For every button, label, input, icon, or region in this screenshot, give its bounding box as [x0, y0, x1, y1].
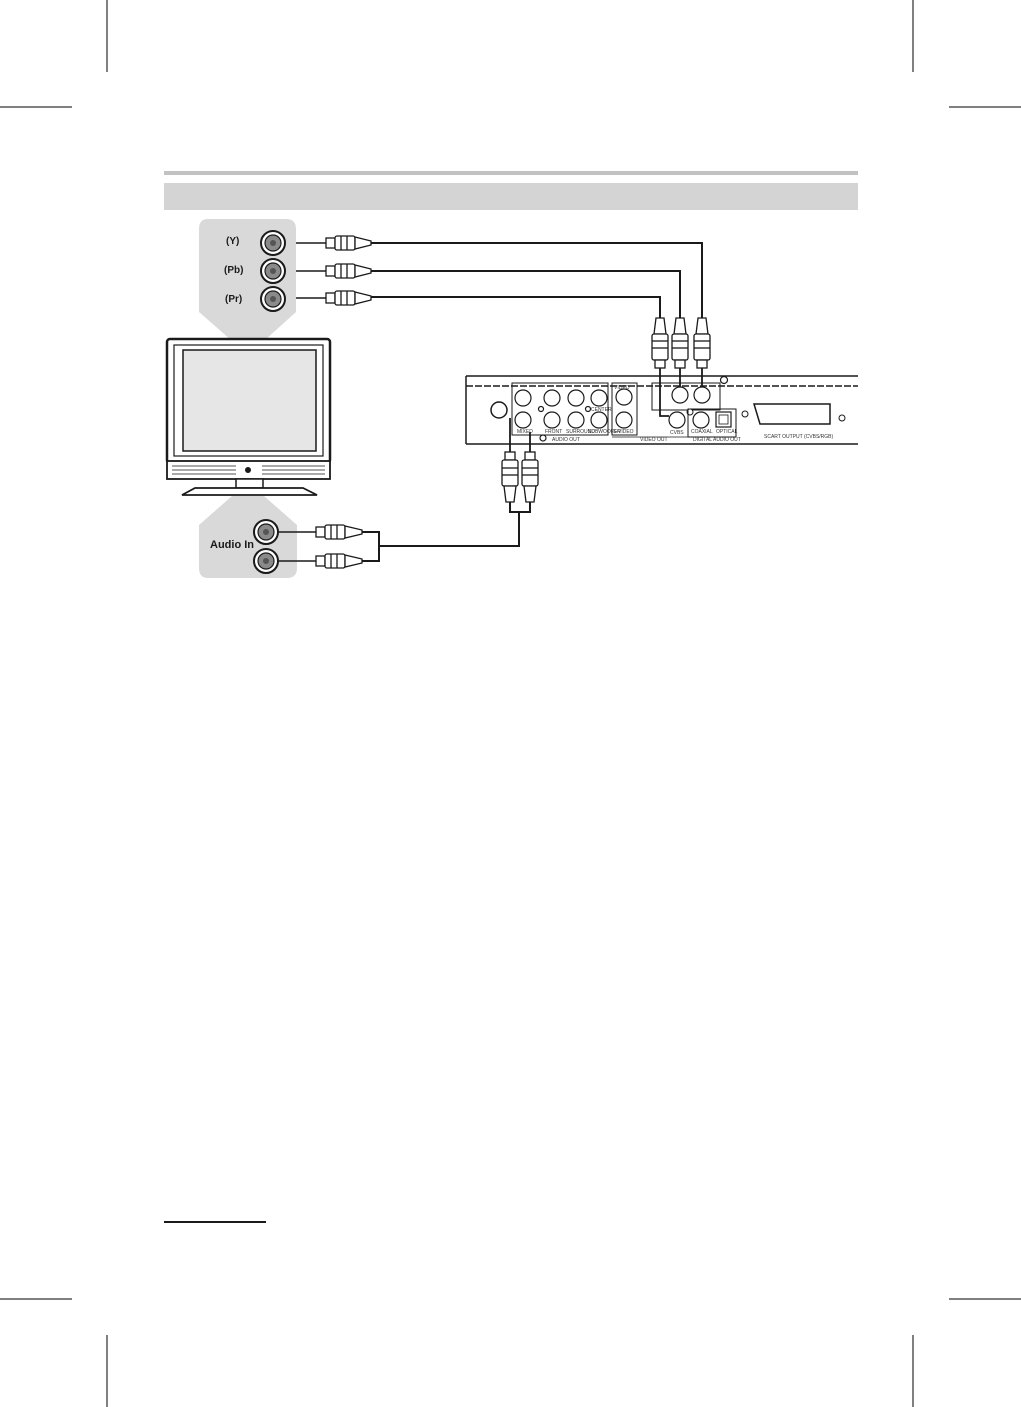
- rca-plug-icon: [671, 317, 689, 392]
- label-coaxial: COAXIAL: [691, 429, 713, 435]
- label-s-video: S-VIDEO: [613, 429, 634, 435]
- component-plugs: [296, 235, 372, 306]
- tv-screen: [182, 349, 317, 452]
- rca-plug-icon: [278, 553, 363, 569]
- header-rule: [164, 171, 858, 175]
- audio-plugs-tv: [278, 524, 363, 569]
- cvbs-cable: [659, 392, 669, 417]
- rca-jack-icon: [260, 230, 286, 256]
- power-socket: [490, 401, 508, 419]
- component-label-pr: (Pr): [225, 294, 242, 305]
- player-audio-plugs: [501, 418, 539, 503]
- audio-cable: [362, 502, 531, 562]
- rca-jack-icon: [260, 258, 286, 284]
- label-surround: SURROUND: [566, 429, 595, 435]
- component-label-y: (Y): [226, 236, 239, 247]
- callout-panel: [199, 496, 297, 578]
- rca-jack-icon: [253, 519, 279, 545]
- component-label-pb: (Pb): [224, 265, 243, 276]
- label-audio-out: AUDIO OUT: [552, 437, 580, 443]
- label-scart: SCART OUTPUT (CVBS/RGB): [764, 434, 834, 440]
- television-icon: [165, 337, 332, 496]
- label-video: VIDEO: [614, 385, 630, 391]
- rca-plug-icon: [296, 263, 372, 279]
- scart-port: [752, 403, 831, 425]
- tv-stand-base: [181, 487, 318, 496]
- label-subwoofer: SUBWOOFER: [588, 429, 621, 435]
- component-input-callout: (Y) (Pb) (Pr): [199, 219, 296, 340]
- section-band: [164, 183, 858, 210]
- audio-out-block: [511, 382, 609, 436]
- label-center: CENTER: [591, 407, 612, 413]
- tv-power-logo: [245, 467, 251, 473]
- label-cvbs: CVBS: [670, 430, 684, 436]
- rca-plug-icon: [296, 290, 372, 306]
- label-optical: OPTICAL: [716, 429, 738, 435]
- tv-stand-neck: [235, 478, 264, 489]
- label-digital-audio-out: DIGITAL AUDIO OUT: [693, 437, 741, 443]
- player-component-plugs: [651, 317, 711, 392]
- rca-plug-icon: [296, 235, 372, 251]
- audio-input-callout: Audio In: [199, 496, 297, 578]
- label-video-out: VIDEO OUT: [640, 437, 668, 443]
- dvd-player-rear-panel-icon: MIXED FRONT SURROUND SUBWOOFER CENTER AU…: [465, 375, 858, 445]
- rca-jack-icon: [253, 548, 279, 574]
- label-mixed: MIXED: [517, 429, 533, 435]
- rca-jack-icon: [260, 286, 286, 312]
- rca-plug-icon: [693, 317, 711, 392]
- label-front: FRONT: [545, 429, 562, 435]
- component-cables: [371, 242, 703, 318]
- rca-plug-icon: [651, 317, 669, 392]
- rca-plug-icon: [278, 524, 363, 540]
- rca-plug-icon: [521, 432, 539, 503]
- audio-in-label: Audio In: [210, 539, 254, 551]
- rca-plug-icon: [501, 418, 519, 503]
